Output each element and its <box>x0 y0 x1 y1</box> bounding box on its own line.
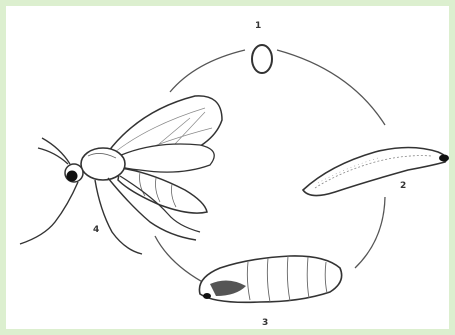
cycle-arc-3-4 <box>155 236 208 285</box>
life-cycle-svg: 1 2 3 4 <box>6 6 449 329</box>
stage-label-3: 3 <box>262 318 268 328</box>
life-cycle-diagram: 1 2 3 4 <box>6 6 449 329</box>
cycle-arc-1-2 <box>277 50 385 125</box>
stage-label-2: 2 <box>400 181 406 191</box>
cycle-arc-2-3 <box>355 197 385 268</box>
cycle-arc-4-1 <box>170 50 245 92</box>
larva-icon <box>303 148 449 196</box>
egg-icon <box>252 45 272 73</box>
stage-label-1: 1 <box>255 21 261 31</box>
stage-label-4: 4 <box>93 225 99 235</box>
adult-fly-icon <box>20 96 222 254</box>
pupa-icon <box>199 256 341 302</box>
